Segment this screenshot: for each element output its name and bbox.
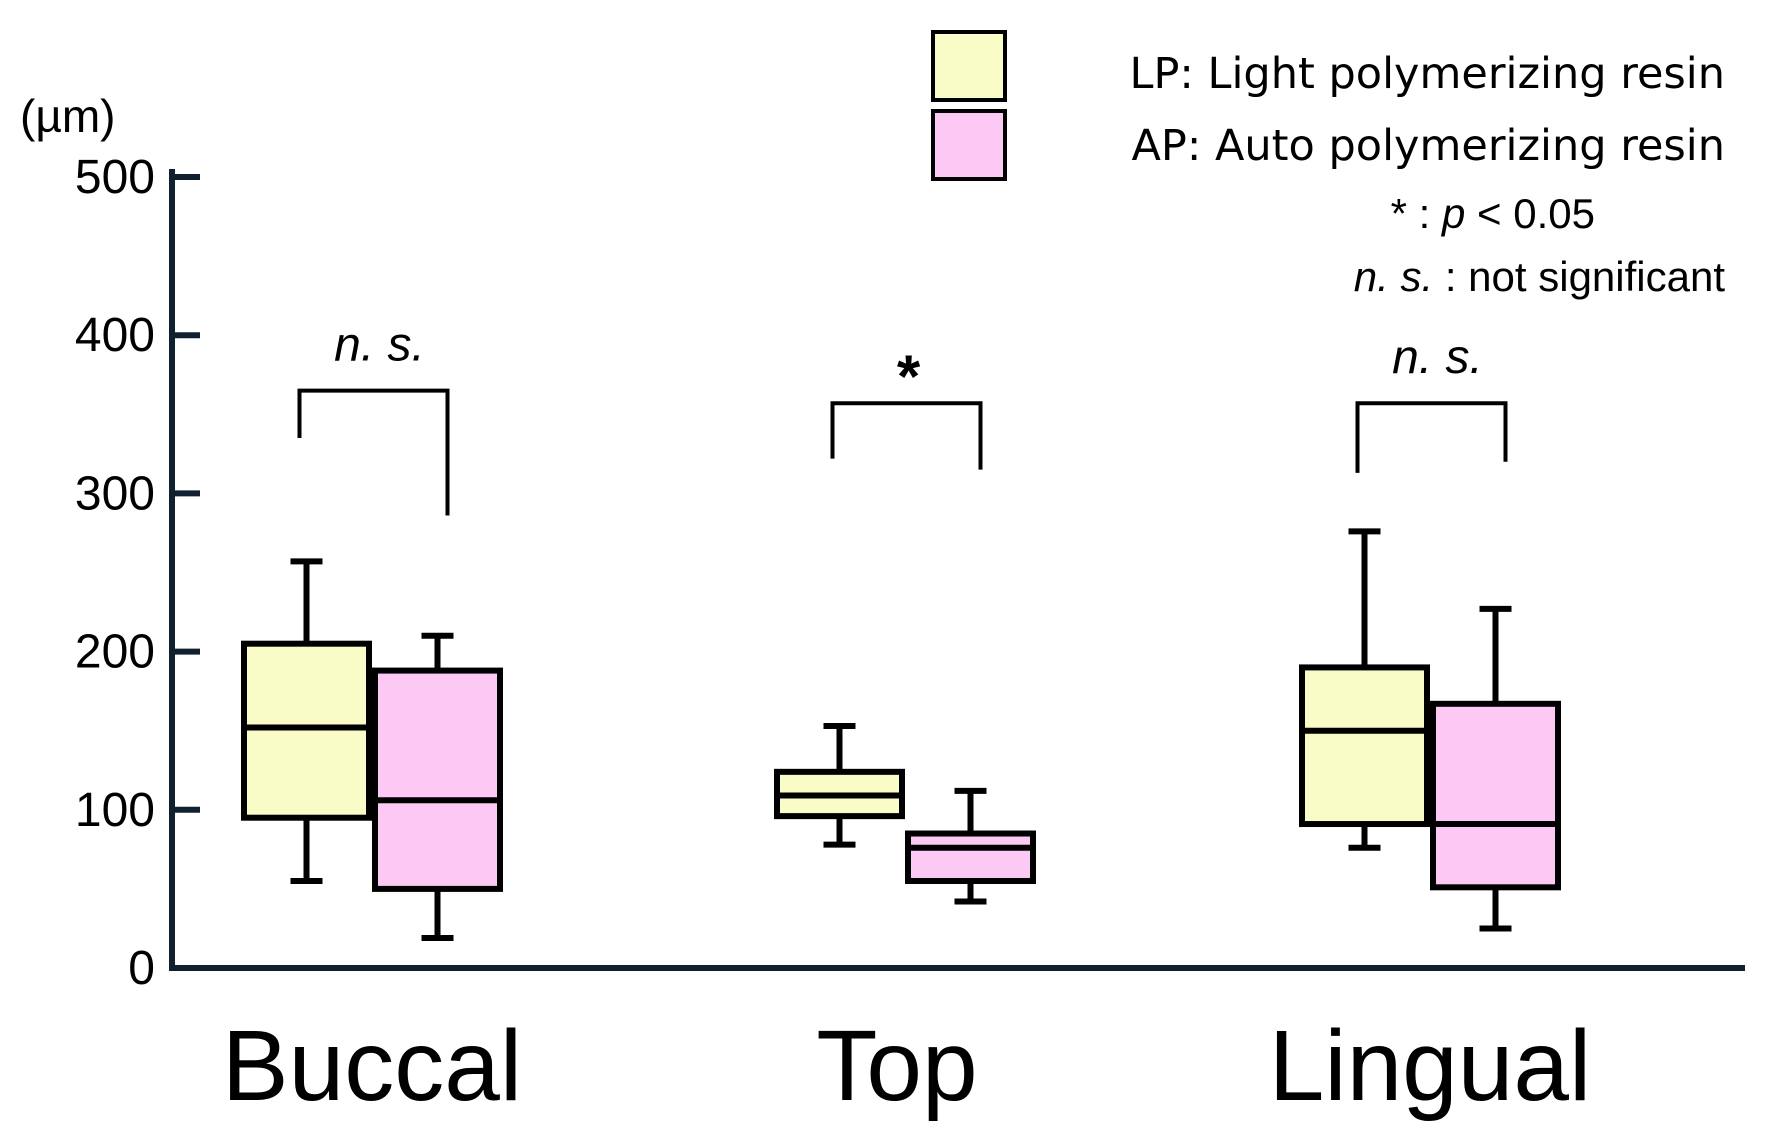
- significance-bracket: [1355, 401, 1508, 473]
- boxes: [241, 528, 1561, 941]
- x-category-label-top: Top: [816, 1010, 977, 1122]
- box-buccal-lp: [241, 558, 372, 884]
- y-tick-label-500: 500: [75, 151, 155, 204]
- y-unit-label: (µm): [20, 90, 115, 142]
- y-tick-label-0: 0: [128, 942, 155, 995]
- significance-lingual: n. s.: [1355, 331, 1508, 473]
- significance-label: n. s.: [1392, 331, 1483, 384]
- box-iqr: [1299, 664, 1430, 828]
- significance-label: n. s.: [334, 319, 425, 372]
- box-iqr: [1430, 700, 1561, 891]
- legend-entry-lp: LP: Light polymerizing resin: [931, 30, 1725, 102]
- box-lingual-lp: [1299, 528, 1430, 851]
- legend-swatch: [931, 30, 1007, 102]
- axes: 0 100 200 300 400 500 (µm) Buccal Top Lingual: [20, 90, 1745, 1122]
- significance-label: *: [897, 343, 921, 410]
- y-tick-label-200: 200: [75, 626, 155, 679]
- x-category-label-lingual: Lingual: [1269, 1010, 1592, 1122]
- legend-swatch: [931, 109, 1007, 181]
- y-tick-label-400: 400: [75, 309, 155, 362]
- x-category-label-buccal: Buccal: [222, 1010, 522, 1122]
- legend-entry-ap: AP: Auto polymerizing resin: [931, 109, 1726, 181]
- significance-top: *: [830, 343, 983, 470]
- box-buccal-ap: [372, 632, 503, 941]
- box-iqr: [905, 830, 1036, 884]
- legend-label: AP: Auto polymerizing resin: [1132, 121, 1726, 171]
- significance-bracket: [830, 401, 983, 470]
- significance-buccal: n. s.: [297, 319, 450, 516]
- y-tick-label-300: 300: [75, 467, 155, 520]
- box-top-ap: [905, 787, 1036, 905]
- significance-bracket: [297, 388, 450, 516]
- y-tick-label-100: 100: [75, 784, 155, 837]
- significance-markers: n. s. * n. s.: [297, 319, 1508, 516]
- box-iqr: [372, 667, 503, 892]
- box-iqr: [241, 640, 372, 821]
- note-not-significant: n. s. : not significant: [1354, 253, 1726, 300]
- box-top-lp: [774, 722, 905, 848]
- note-p-value: * : p < 0.05: [1391, 190, 1595, 237]
- box-lingual-ap: [1430, 605, 1561, 932]
- legend-label: LP: Light polymerizing resin: [1129, 49, 1725, 99]
